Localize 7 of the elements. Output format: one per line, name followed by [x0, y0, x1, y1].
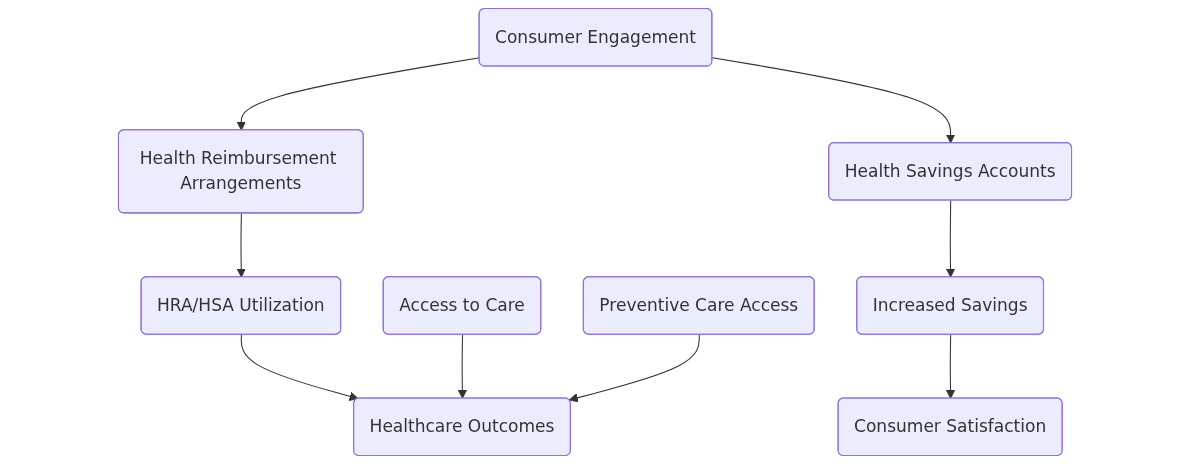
arrow: [568, 334, 700, 403]
arrow: [236, 212, 246, 278]
arrow: [711, 57, 956, 144]
arrow: [945, 334, 956, 399]
arrow: [240, 334, 359, 401]
arrow: [457, 334, 468, 399]
arrow: [945, 200, 956, 278]
